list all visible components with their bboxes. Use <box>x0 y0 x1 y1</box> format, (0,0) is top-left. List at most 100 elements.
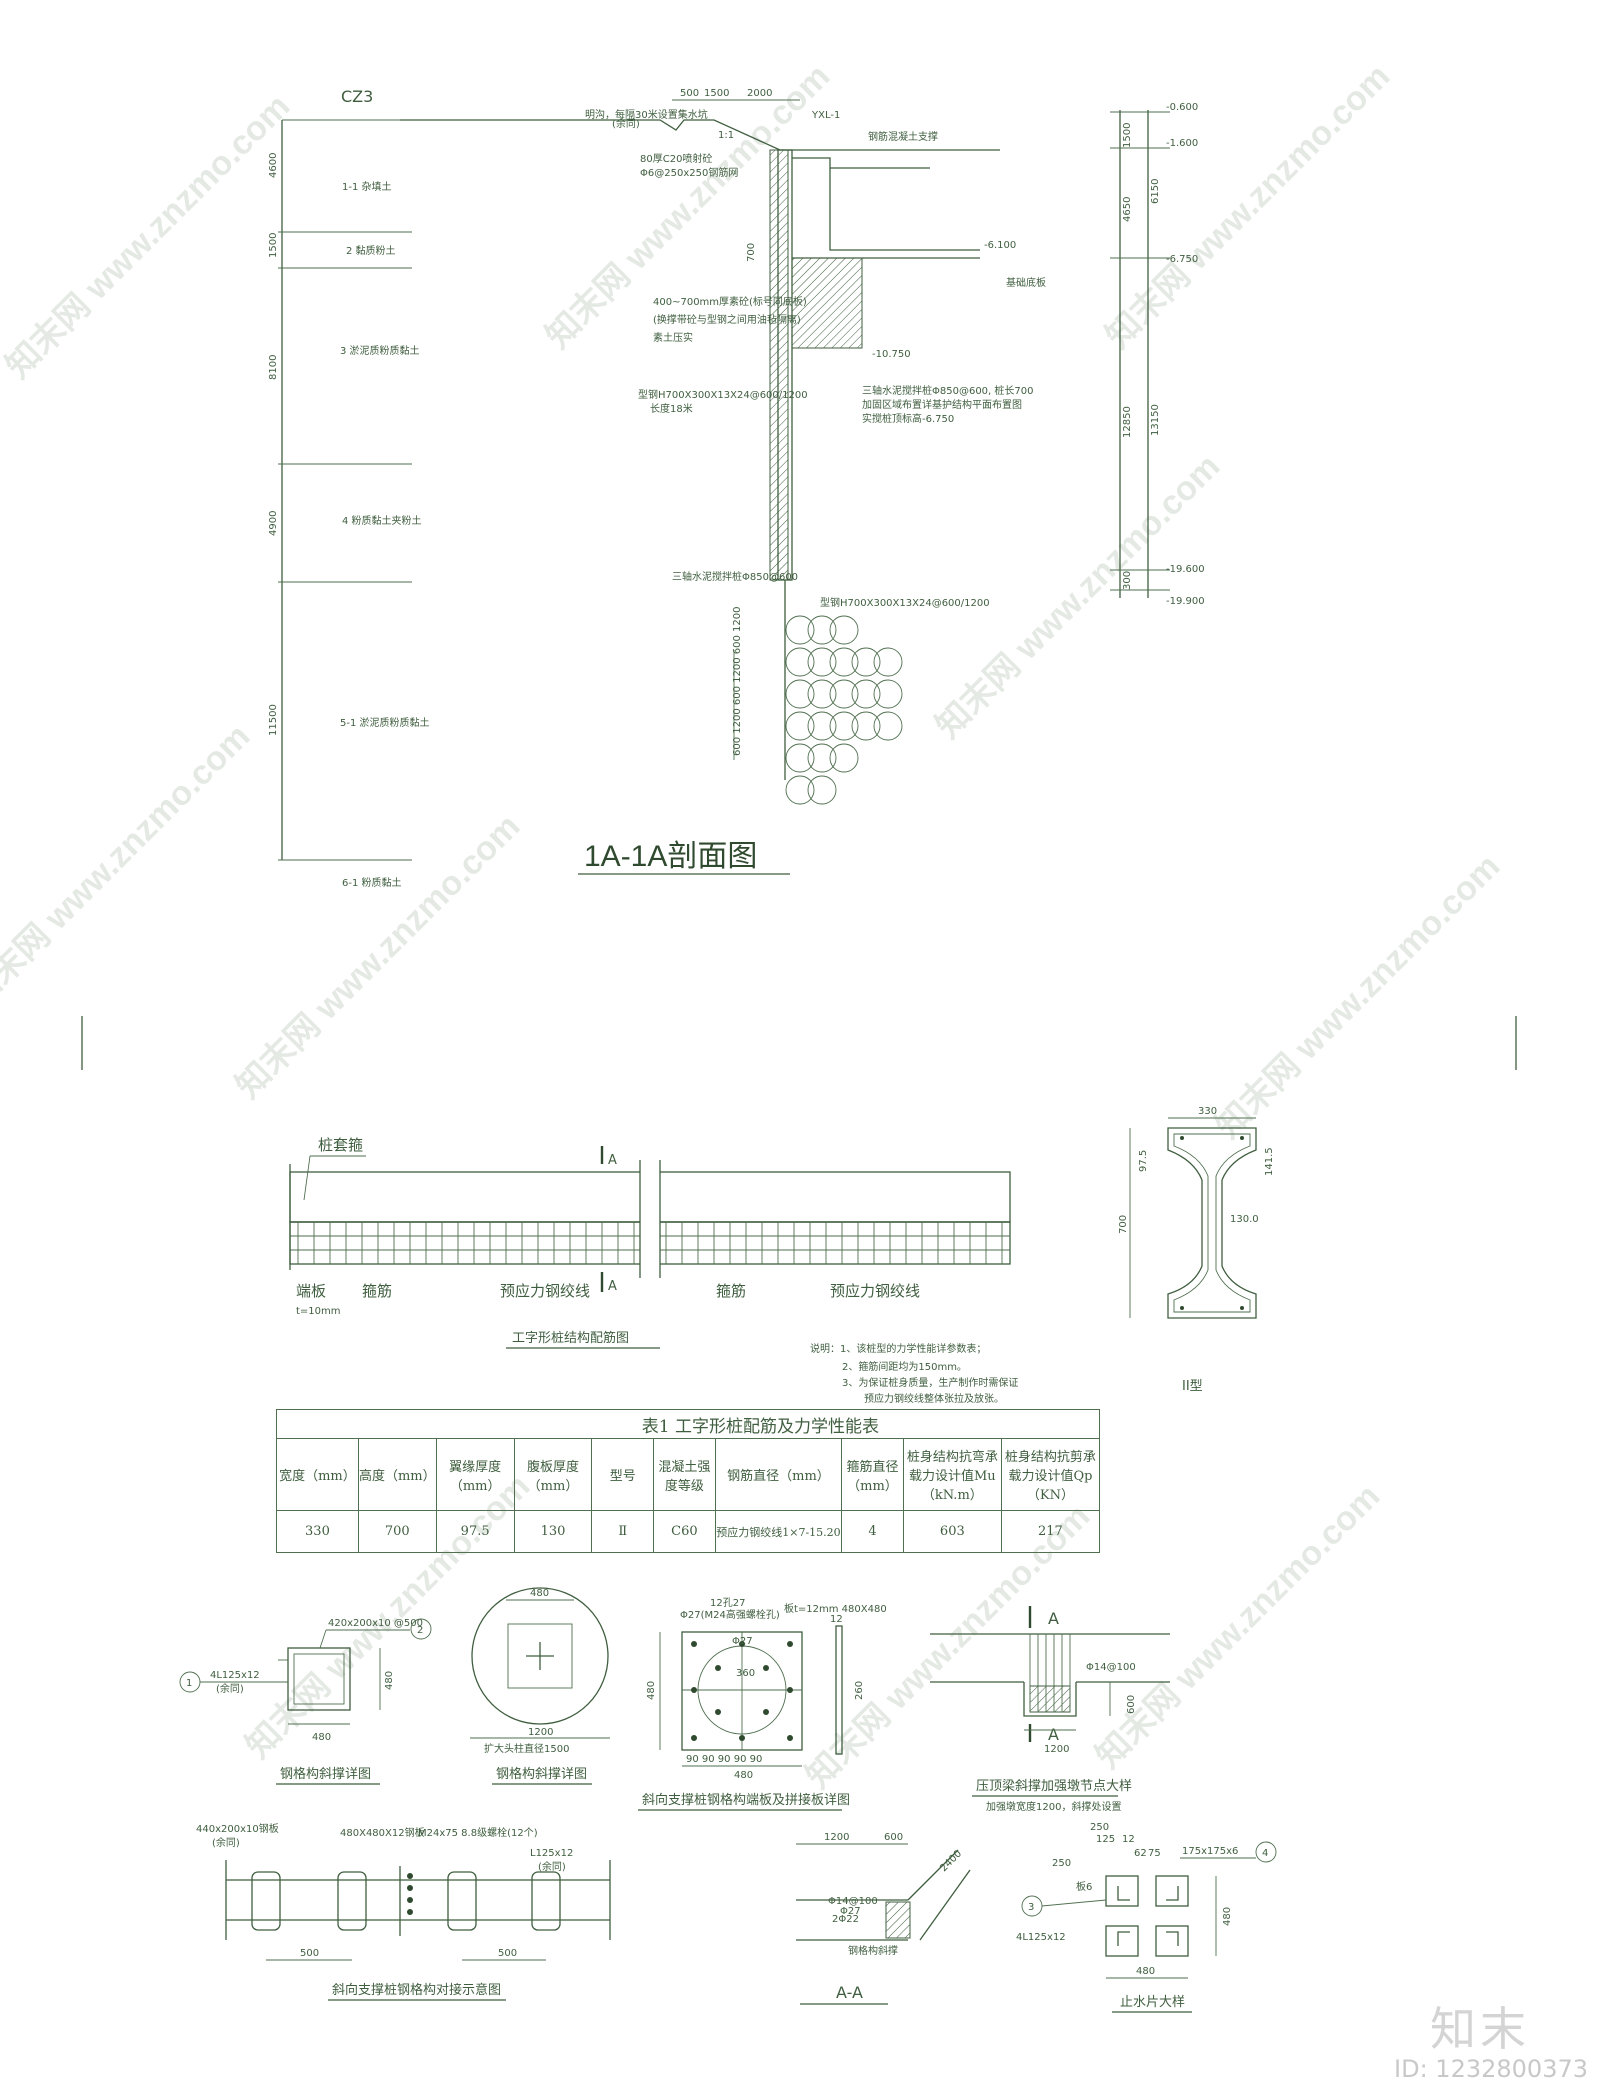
table-header: 钢筋直径（mm） <box>714 1438 843 1511</box>
soil-label: 3 淤泥质粉质黏土 <box>340 344 420 357</box>
svg-text:说明：1、该桩型的力学性能详参数表；: 说明：1、该桩型的力学性能详参数表； <box>810 1342 986 1355</box>
table-cell: 603 <box>902 1510 1002 1553</box>
brand-logo: 知末 <box>1430 2002 1530 2056</box>
svg-text:12孔27: 12孔27 <box>710 1597 745 1609</box>
svg-text:12: 12 <box>830 1614 843 1625</box>
svg-text:(余同): (余同) <box>612 117 640 130</box>
table-cell: 130 <box>513 1510 593 1553</box>
svg-text:1500: 1500 <box>1122 123 1133 148</box>
svg-text:明沟，每隔30米设置集水坑: 明沟，每隔30米设置集水坑 <box>585 108 708 121</box>
table-header: 桩身结构抗弯承载力设计值Mu（kN.m） <box>902 1438 1002 1511</box>
svg-text:加强墩宽度1200，斜撑处设置: 加强墩宽度1200，斜撑处设置 <box>986 1800 1121 1813</box>
svg-text:Φ14@100: Φ14@100 <box>1086 1662 1136 1673</box>
svg-text:预应力钢绞线整体张拉及放张。: 预应力钢绞线整体张拉及放张。 <box>864 1392 1004 1405</box>
svg-text:-1.600: -1.600 <box>1166 138 1198 149</box>
svg-text:扩大头柱直径1500: 扩大头柱直径1500 <box>484 1742 569 1755</box>
svg-text:4: 4 <box>1262 1848 1268 1859</box>
soil-label: 2 黏质粉土 <box>346 244 396 257</box>
svg-text:知末网 www.znzmo.com: 知末网 www.znzmo.com <box>0 717 257 1015</box>
svg-text:13150: 13150 <box>1150 404 1161 436</box>
svg-text:A: A <box>608 1279 617 1294</box>
table-header: 高度（mm） <box>357 1438 437 1511</box>
table-row: 330 700 97.5 130 Ⅱ C60 预应力钢绞线1×7-15.20 4… <box>276 1510 1101 1553</box>
svg-text:Φ27: Φ27 <box>732 1636 753 1647</box>
svg-text:90 90 90 90 90: 90 90 90 90 90 <box>686 1754 762 1765</box>
svg-text:400~700mm厚素砼(标号同底板): 400~700mm厚素砼(标号同底板) <box>653 295 807 308</box>
svg-text:1500: 1500 <box>704 88 729 99</box>
table-header: 桩身结构抗剪承载力设计值Qp（KN） <box>1000 1438 1101 1511</box>
soil-label: 6-1 粉质黏土 <box>342 876 402 889</box>
svg-text:(余同): (余同) <box>216 1682 244 1695</box>
soil-label: 4 粉质黏土夹粉土 <box>342 514 422 527</box>
svg-text:YXL-1: YXL-1 <box>811 110 840 121</box>
svg-text:480: 480 <box>312 1732 331 1743</box>
svg-text:知末网 www.znzmo.com: 知末网 www.znzmo.com <box>1209 847 1507 1145</box>
svg-text:长度18米: 长度18米 <box>650 402 693 415</box>
svg-text:端板: 端板 <box>296 1282 326 1300</box>
detail-5: 440x200x10钢板 (余同) 480X480X12钢板 M24x75 8.… <box>196 1822 611 2001</box>
svg-text:2、箍筋间距均为150mm。: 2、箍筋间距均为150mm。 <box>842 1360 967 1373</box>
svg-text:250: 250 <box>1052 1858 1071 1869</box>
svg-text:130.0: 130.0 <box>1230 1214 1259 1225</box>
svg-text:板6: 板6 <box>1076 1880 1092 1893</box>
svg-text:(换撑带砼与型钢之间用油毡隔离): (换撑带砼与型钢之间用油毡隔离) <box>653 313 801 326</box>
svg-text:500: 500 <box>300 1948 319 1959</box>
svg-text:4900: 4900 <box>268 511 279 536</box>
pile-cross-section: 330 700 97.5 141.5 130.0 II型 <box>1118 1106 1275 1394</box>
svg-text:三轴水泥搅拌桩Φ850@600, 桩长700: 三轴水泥搅拌桩Φ850@600, 桩长700 <box>862 384 1034 397</box>
table-header: 宽度（mm） <box>276 1438 359 1511</box>
svg-text:4L125x12: 4L125x12 <box>1016 1932 1066 1943</box>
svg-text:500: 500 <box>498 1948 517 1959</box>
svg-text:12: 12 <box>1122 1834 1135 1845</box>
svg-text:-6.100: -6.100 <box>984 240 1016 251</box>
svg-text:500: 500 <box>680 88 699 99</box>
table-header: 翼缘厚度（mm） <box>435 1438 515 1511</box>
svg-text:钢格构斜撑详图: 钢格构斜撑详图 <box>496 1766 587 1782</box>
cross-section-title: II型 <box>1182 1379 1203 1394</box>
svg-text:三轴水泥搅拌桩Φ850@600: 三轴水泥搅拌桩Φ850@600 <box>672 570 798 583</box>
svg-text:2400: 2400 <box>938 1848 964 1874</box>
table-caption: 表1 工字形桩配筋及力学性能表 <box>276 1409 1100 1439</box>
svg-text:2: 2 <box>417 1625 423 1636</box>
section-tag: CZ3 <box>341 87 373 106</box>
svg-text:Φ27(M24高强螺栓孔): Φ27(M24高强螺栓孔) <box>680 1608 780 1621</box>
svg-text:(余同): (余同) <box>212 1836 240 1849</box>
svg-text:知末网 www.znzmo.com: 知末网 www.znzmo.com <box>1089 1477 1387 1775</box>
svg-text:基础底板: 基础底板 <box>1006 276 1046 289</box>
table-cell: 预应力钢绞线1×7-15.20 <box>714 1510 843 1553</box>
section-title: 1A-1A剖面图 <box>584 840 757 873</box>
svg-text:1200: 1200 <box>824 1832 849 1843</box>
svg-text:-19.600: -19.600 <box>1166 564 1205 575</box>
svg-text:桩套箍: 桩套箍 <box>318 1136 363 1154</box>
svg-text:420x200x10 @500: 420x200x10 @500 <box>328 1618 423 1629</box>
svg-text:箍筋: 箍筋 <box>716 1282 746 1300</box>
svg-text:型钢H700X300X13X24@600/1200: 型钢H700X300X13X24@600/1200 <box>820 596 990 609</box>
soil-label: 1-1 杂填土 <box>342 180 392 193</box>
svg-text:11500: 11500 <box>268 704 279 736</box>
svg-text:480: 480 <box>384 1671 395 1690</box>
svg-text:-0.600: -0.600 <box>1166 102 1198 113</box>
svg-text:1200: 1200 <box>1044 1744 1069 1755</box>
svg-text:钢筋混凝土支撑: 钢筋混凝土支撑 <box>868 130 938 143</box>
svg-text:加固区域布置详基护结构平面布置图: 加固区域布置详基护结构平面布置图 <box>862 398 1022 411</box>
svg-text:8100: 8100 <box>268 355 279 380</box>
svg-text:125: 125 <box>1096 1834 1115 1845</box>
detail-7: 250 125 12 62 75 250 板6 4 175x175x6 3 4L… <box>1016 1822 1277 2013</box>
pile-elevation: A A 桩套箍 端板 t=10mm 箍筋 预应力钢绞线 箍筋 预应力钢绞线 工字… <box>289 1136 1018 1405</box>
svg-text:实搅桩顶标高-6.750: 实搅桩顶标高-6.750 <box>862 412 954 425</box>
svg-text:A: A <box>608 1153 617 1168</box>
svg-text:480X480X12钢板: 480X480X12钢板 <box>340 1826 425 1839</box>
svg-text:Φ27: Φ27 <box>840 1906 861 1917</box>
image-id: ID: 1232800373 <box>1394 2055 1588 2083</box>
table-cell: Ⅱ <box>591 1510 655 1553</box>
svg-text:1200: 1200 <box>528 1727 553 1738</box>
table-header: 混凝土强度等级 <box>653 1438 716 1511</box>
svg-text:480: 480 <box>530 1588 549 1599</box>
svg-text:板t=12mm 480X480: 板t=12mm 480X480 <box>784 1602 887 1615</box>
svg-text:-10.750: -10.750 <box>872 349 911 360</box>
detail-2: 480 1200 扩大头柱直径1500 钢格构斜撑详图 <box>470 1587 610 1785</box>
svg-text:480: 480 <box>1222 1907 1233 1926</box>
svg-text:2Φ22: 2Φ22 <box>832 1914 859 1925</box>
svg-text:3: 3 <box>1028 1902 1034 1913</box>
svg-text:97.5: 97.5 <box>1138 1150 1149 1172</box>
